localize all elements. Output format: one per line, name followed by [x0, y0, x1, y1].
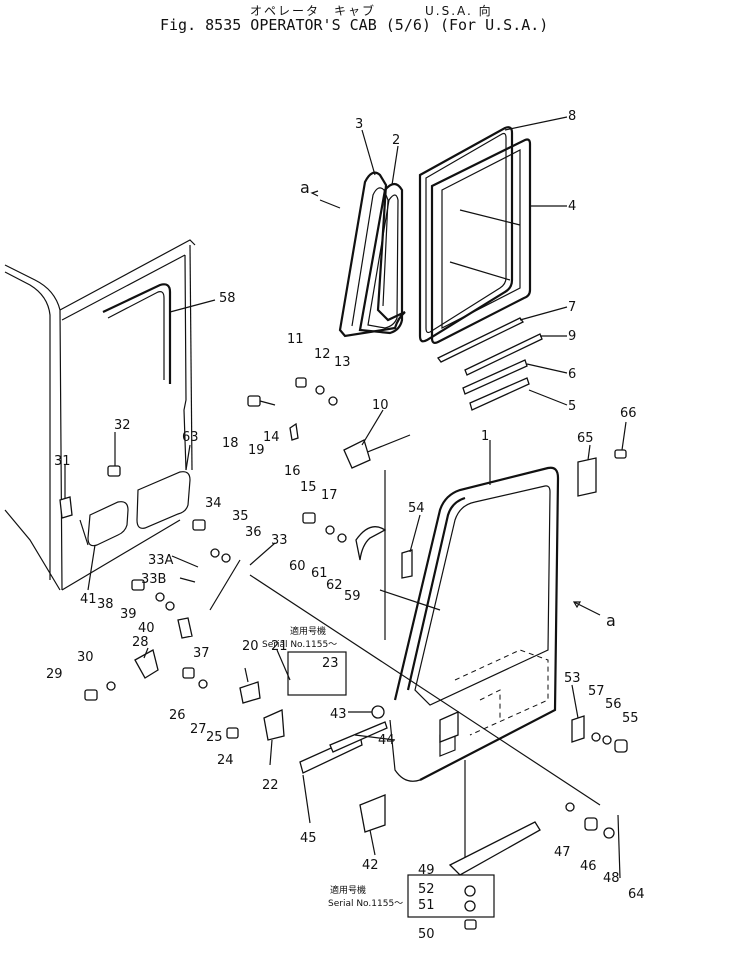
serial-note-box-upper	[287, 651, 347, 696]
callout-label: 30	[77, 650, 94, 665]
callout-label: 17	[321, 488, 338, 503]
view-marker-a-right: a	[606, 611, 616, 630]
callout-label: 26	[169, 708, 186, 723]
callout-label: 43	[330, 707, 347, 722]
callout-label: 36	[245, 525, 262, 540]
callout-label: 50	[418, 927, 435, 942]
callout-label: 22	[262, 778, 279, 793]
callout-label: 63	[182, 430, 199, 445]
callout-label: 54	[408, 501, 425, 516]
callout-label: 51	[418, 898, 435, 913]
japanese-title: オペレータ キャブ	[250, 4, 377, 18]
callout-label: 16	[284, 464, 301, 479]
callout-label: 20	[242, 639, 259, 654]
callout-label: 40	[138, 621, 155, 636]
callout-label: 61	[311, 566, 328, 581]
callout-label: 59	[344, 589, 361, 604]
callout-label: 35	[232, 509, 249, 524]
callout-label: 46	[580, 859, 597, 874]
leader-lines	[64, 116, 627, 879]
view-marker-a-upper: a	[300, 178, 310, 197]
callout-label: 42	[362, 858, 379, 873]
serial-note-box-lower	[407, 874, 495, 918]
callout-label: 2	[392, 133, 400, 148]
callout-label: 56	[605, 697, 622, 712]
linkage-rods	[209, 434, 601, 806]
callout-label: 55	[622, 711, 639, 726]
callout-label: 23	[322, 656, 339, 671]
callout-label: 48	[603, 871, 620, 886]
japanese-region-label: U.S.A. 向	[425, 4, 493, 18]
callout-label: 8	[568, 109, 576, 124]
serial-note-lower: Serial No.1155～	[328, 899, 403, 909]
callout-label: 14	[263, 430, 280, 445]
step-plate	[448, 821, 541, 876]
cab-body	[4, 239, 196, 591]
callout-label: 47	[554, 845, 571, 860]
callout-label: 31	[54, 454, 71, 469]
callout-label: 41	[80, 592, 97, 607]
callout-label: 39	[120, 607, 137, 622]
callout-label: 62	[326, 578, 343, 593]
callout-label: 33B	[141, 572, 166, 587]
callout-label: 66	[620, 406, 637, 421]
callout-label: 64	[628, 887, 645, 902]
callout-label: 5	[568, 399, 576, 414]
callout-label: 65	[577, 431, 594, 446]
callout-label: 44	[378, 733, 395, 748]
callout-label: 18	[222, 436, 239, 451]
callout-label: 25	[206, 730, 223, 745]
callout-label: 9	[568, 329, 576, 344]
callout-label: 6	[568, 367, 576, 382]
callout-label: 4	[568, 199, 576, 214]
callout-label: 21	[271, 639, 288, 654]
callout-label: 32	[114, 418, 131, 433]
serial-note-upper-jp: 適用号機	[290, 625, 326, 637]
weather-strips	[437, 317, 543, 411]
callout-label: 24	[217, 753, 234, 768]
serial-note-upper: Serial No.1155～	[262, 640, 337, 650]
door-panel	[389, 466, 560, 870]
callout-label: 45	[300, 831, 317, 846]
callout-label: 34	[205, 496, 222, 511]
callout-label: 10	[372, 398, 389, 413]
figure-title: Fig. 8535 OPERATOR'S CAB (5/6) (For U.S.…	[160, 16, 549, 34]
fasteners	[59, 377, 628, 930]
callout-label: 29	[46, 667, 63, 682]
callout-label: 52	[418, 882, 435, 897]
callout-label: 53	[564, 671, 581, 686]
callout-label: 15	[300, 480, 317, 495]
figure-header: オペレータ キャブ U.S.A. 向 Fig. 8535 OPERATOR'S …	[0, 0, 743, 40]
callout-label: 33	[271, 533, 288, 548]
right-glass-assembly	[418, 126, 532, 344]
callout-label: 57	[588, 684, 605, 699]
callout-label: 28	[132, 635, 149, 650]
callout-label: 3	[355, 117, 363, 132]
callout-label: 27	[190, 722, 207, 737]
callout-label: 60	[289, 559, 306, 574]
callout-label: 49	[418, 863, 435, 878]
seal-and-glass	[319, 171, 406, 338]
callout-label: 19	[248, 443, 265, 458]
serial-note-lower-jp: 適用号機	[330, 884, 366, 896]
callout-label: 13	[334, 355, 351, 370]
callout-label: 37	[193, 646, 210, 661]
callout-label: 58	[219, 291, 236, 306]
callout-label: 33A	[148, 553, 174, 568]
callout-label: 7	[568, 300, 576, 315]
callout-label: 1	[481, 429, 489, 444]
callout-labels: 1 2 3 4 5 6 7 8 9 10 11 12 13 14 15 16 1…	[46, 109, 645, 942]
callout-label: 12	[314, 347, 331, 362]
callout-label: 11	[287, 332, 304, 347]
callout-label: 38	[97, 597, 114, 612]
